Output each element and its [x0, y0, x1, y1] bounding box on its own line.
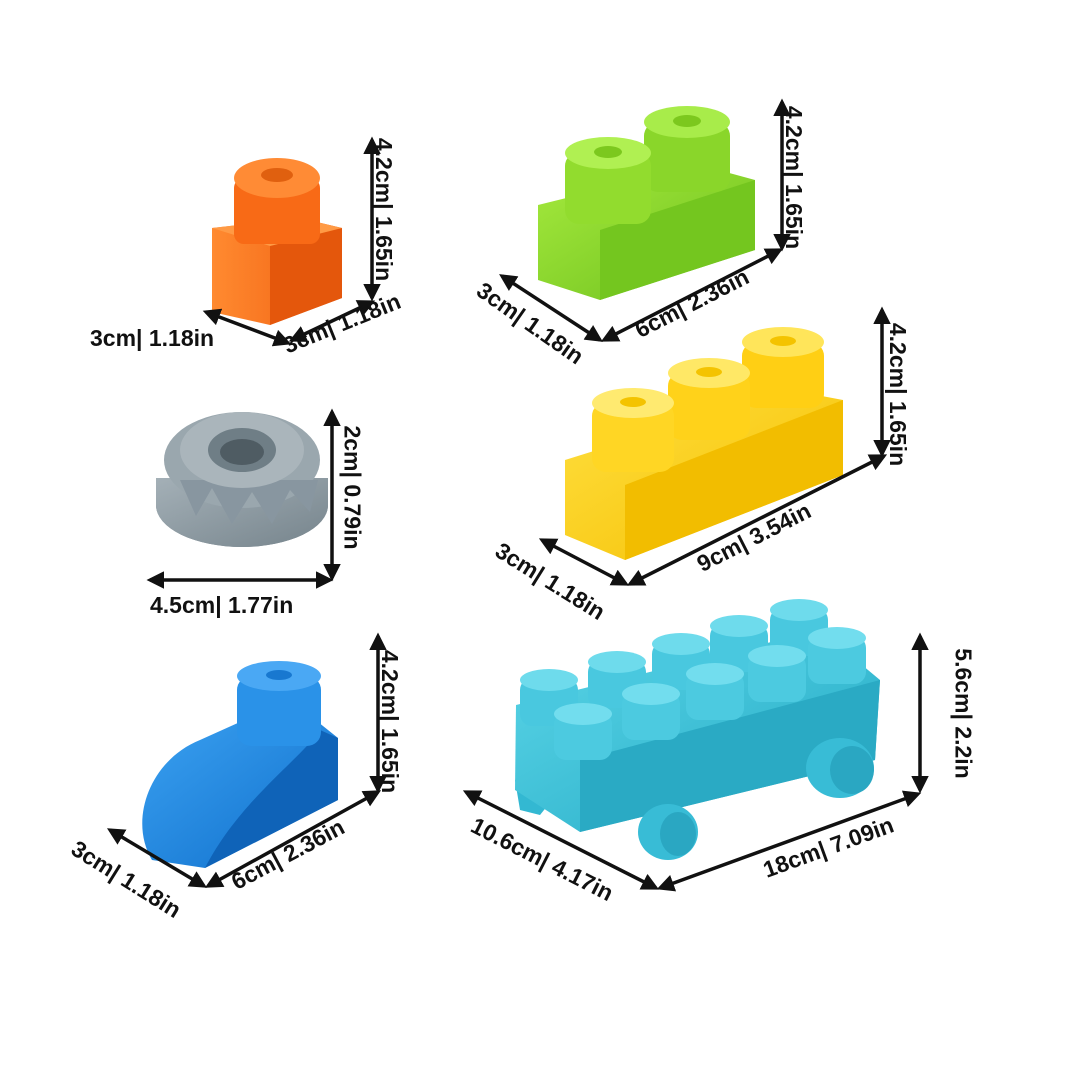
blue-depth-arrow	[106, 828, 208, 888]
orange-width-arrow	[202, 308, 292, 347]
blue-length-arrow	[204, 790, 382, 888]
cyan-width-arrow	[462, 790, 660, 890]
green-length-arrow	[600, 248, 784, 342]
cyan-height-label: 5.6cm| 2.2in	[950, 648, 977, 779]
gray-height-label: 2cm| 0.79in	[339, 425, 366, 550]
green-depth-arrow	[499, 274, 603, 342]
green-height-label: 4.2cm| 1.65in	[781, 105, 808, 250]
orange-block	[212, 158, 342, 325]
car-studs	[520, 599, 866, 760]
cyan-car-block	[515, 599, 880, 860]
dimension-arrows	[106, 98, 929, 892]
orange-height-label: 4.2cm| 1.65in	[371, 137, 398, 282]
yellow-depth-arrow	[538, 538, 630, 586]
yellow-length-arrow	[626, 454, 888, 586]
cyan-length-arrow	[656, 790, 922, 892]
orange-depth-arrow	[288, 300, 376, 342]
gray-connector	[156, 412, 328, 547]
orange-width-label: 3cm| 1.18in	[90, 325, 215, 351]
yellow-height-label: 4.2cm| 1.65in	[885, 322, 912, 467]
blue-height-label: 4.2cm| 1.65in	[377, 649, 404, 794]
green-block	[538, 106, 755, 300]
gray-diameter-label: 4.5cm| 1.77in	[150, 592, 294, 618]
